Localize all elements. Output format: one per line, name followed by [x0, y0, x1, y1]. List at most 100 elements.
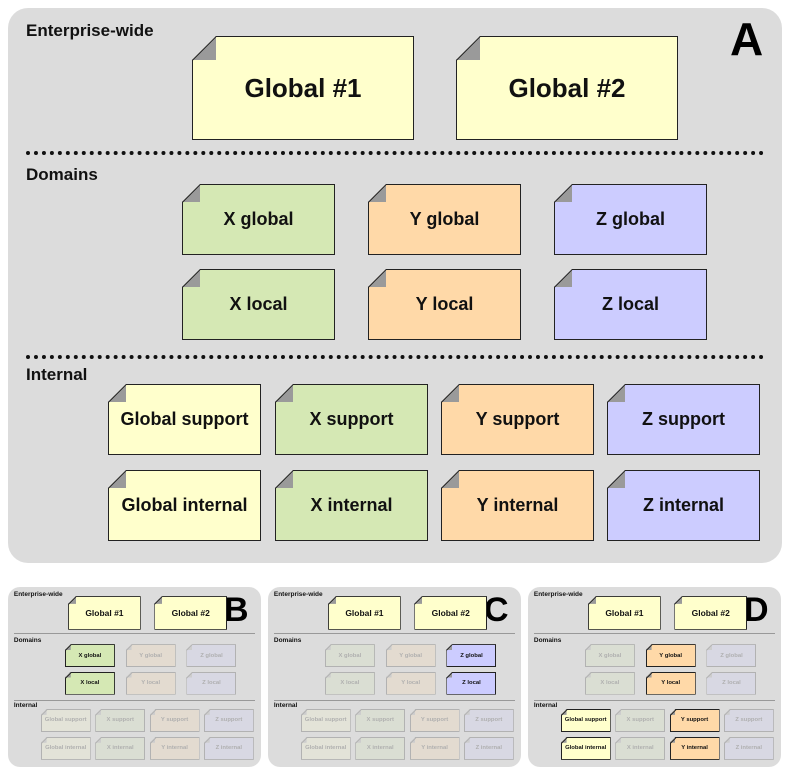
note-box-x-support: X support — [275, 384, 428, 455]
folded-corner — [584, 671, 591, 678]
folded-corner — [669, 708, 676, 715]
note-box-global1: Global #1 — [68, 596, 141, 630]
note-box-x-internal: X internal — [615, 736, 666, 760]
note-box-x-internal: X internal — [275, 470, 428, 541]
note-box-y-local: Y local — [368, 269, 521, 340]
note-label: Global #2 — [171, 607, 210, 618]
note-label: Global #2 — [508, 72, 626, 103]
note-label: Y global — [409, 209, 480, 229]
note-box-x-local: X local — [182, 269, 335, 340]
note-box-global-internal: Global internal — [300, 736, 351, 760]
section-divider — [13, 699, 256, 701]
note-box-z-support: Z support — [203, 708, 254, 732]
section-divider — [273, 633, 516, 635]
folded-corner — [95, 708, 102, 715]
folded-corner — [645, 671, 652, 678]
note-box-y-internal: Y internal — [149, 736, 200, 760]
folded-corner — [149, 708, 156, 715]
note-label: Global internal — [305, 745, 347, 752]
section-divider — [533, 633, 776, 635]
note-box-z-support: Z support — [723, 708, 774, 732]
note-box-y-global: Y global — [385, 644, 436, 668]
note-label: Y support — [680, 717, 709, 724]
section-label-internal: Internal — [13, 702, 38, 710]
note-label: X support — [626, 717, 654, 724]
note-label: X global — [338, 652, 362, 659]
section-label-domains: Domains — [273, 637, 302, 645]
note-label: Z internal — [642, 495, 724, 515]
note-box-global-support: Global support — [108, 384, 261, 455]
note-box-z-global: Z global — [554, 184, 707, 255]
note-box-x-local: X local — [64, 671, 115, 695]
panel-letter-b: B — [224, 591, 249, 629]
note-label: Y global — [399, 652, 423, 659]
folded-corner — [64, 644, 71, 650]
folded-corner — [723, 708, 730, 715]
note-box-z-global: Z global — [446, 644, 497, 668]
note-box-x-internal: X internal — [95, 736, 146, 760]
note-box-x-global: X global — [324, 644, 375, 668]
folded-corner — [64, 671, 71, 678]
note-box-y-support: Y support — [409, 708, 460, 732]
section-label-enterprise: Enterprise-wide — [26, 21, 154, 40]
section-label-enterprise: Enterprise-wide — [273, 590, 323, 598]
note-label: Y internal — [681, 745, 708, 752]
note-box-x-support: X support — [95, 708, 146, 732]
note-label: Global #1 — [345, 607, 384, 618]
folded-corner — [154, 596, 163, 604]
section-label-internal: Internal — [533, 702, 558, 710]
section-divider — [273, 699, 516, 701]
note-label: Y global — [659, 652, 683, 659]
note-label: X internal — [366, 745, 394, 752]
note-label: Global #1 — [605, 607, 644, 618]
note-label: Y local — [661, 680, 681, 687]
note-label: X local — [80, 680, 100, 687]
folded-corner — [385, 671, 392, 678]
note-box-y-local: Y local — [645, 671, 696, 695]
folded-corner — [409, 708, 416, 715]
folded-corner — [186, 671, 193, 678]
note-label: Y local — [401, 680, 421, 687]
folded-corner — [125, 644, 132, 650]
note-box-y-global: Y global — [368, 184, 521, 255]
note-label: Global #2 — [691, 607, 730, 618]
folded-corner — [560, 736, 567, 743]
folded-corner — [588, 596, 596, 604]
note-label: Global internal — [565, 745, 607, 752]
note-label: Z global — [720, 652, 743, 659]
note-box-z-local: Z local — [186, 671, 237, 695]
note-label: Z global — [200, 652, 223, 659]
note-box-global-support: Global support — [40, 708, 91, 732]
note-box-y-global: Y global — [125, 644, 176, 668]
note-box-y-support: Y support — [149, 708, 200, 732]
note-label: X global — [78, 652, 102, 659]
note-label: Z global — [596, 209, 665, 229]
note-label: Global #1 — [85, 607, 124, 618]
note-label: Y local — [141, 680, 161, 687]
note-box-x-support: X support — [615, 708, 666, 732]
folded-corner — [324, 671, 331, 678]
note-box-global-support: Global support — [300, 708, 351, 732]
section-label-internal: Internal — [26, 365, 88, 384]
folded-corner — [615, 736, 622, 743]
note-label: Z support — [735, 717, 763, 724]
note-label: Global internal — [45, 745, 87, 752]
note-box-y-local: Y local — [125, 671, 176, 695]
folded-corner — [463, 736, 470, 743]
note-label: Global support — [304, 717, 347, 724]
note-label: X global — [223, 209, 294, 229]
note-box-y-global: Y global — [645, 644, 696, 668]
note-label: Z local — [601, 294, 659, 314]
folded-corner — [446, 671, 453, 678]
folded-corner — [674, 596, 683, 604]
note-label: Z support — [642, 409, 725, 429]
note-box-z-local: Z local — [554, 269, 707, 340]
note-box-z-support: Z support — [607, 384, 760, 455]
folded-corner — [40, 736, 47, 743]
note-label: Z global — [460, 652, 483, 659]
folded-corner — [328, 596, 336, 604]
note-box-x-global: X global — [182, 184, 335, 255]
folded-corner — [645, 644, 652, 650]
note-box-global-support: Global support — [560, 708, 611, 732]
folded-corner — [409, 736, 416, 743]
